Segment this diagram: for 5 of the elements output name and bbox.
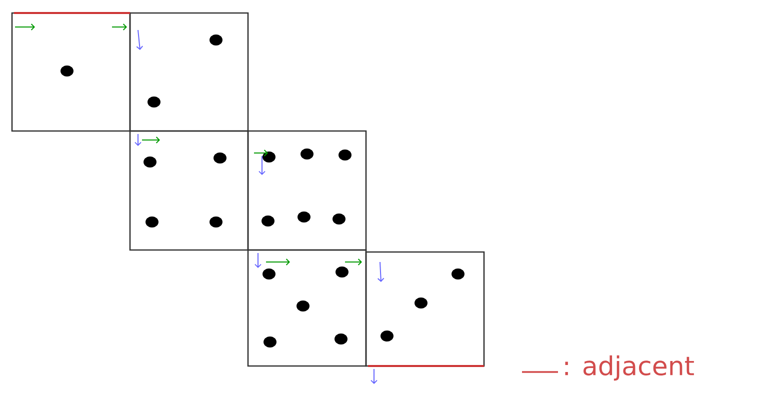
die-face (129, 12, 249, 132)
die-face (247, 130, 367, 251)
die-face (129, 130, 249, 251)
die-face (247, 249, 367, 367)
legend-label: : adjacent (565, 355, 694, 381)
